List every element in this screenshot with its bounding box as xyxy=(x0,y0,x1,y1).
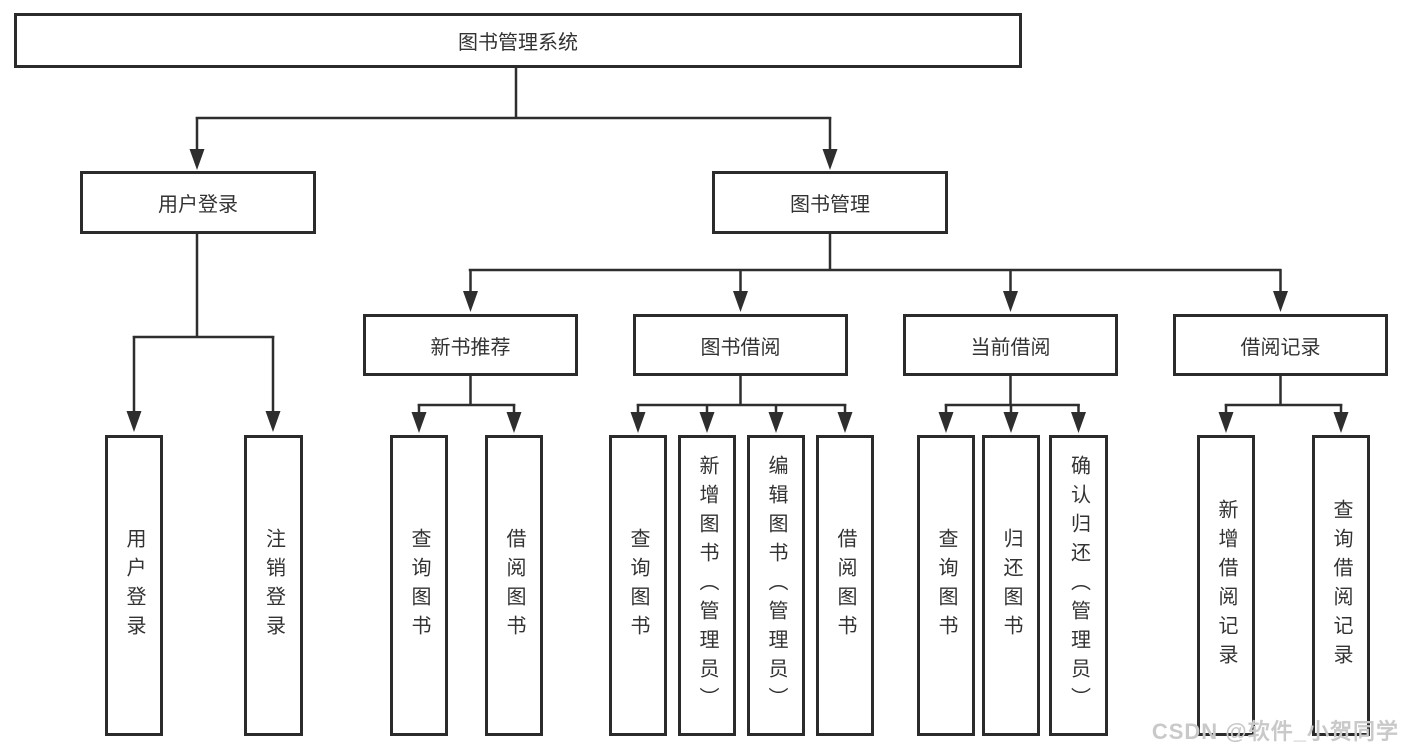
leaf-label: 借阅图书 xyxy=(503,527,525,644)
leaf-borrowing-edit-books-admin: 编辑图书（管理员） xyxy=(747,435,805,736)
leaf-label: 借阅图书 xyxy=(834,527,856,644)
leaf-label: 新增图书（管理员） xyxy=(696,455,718,716)
connector-user-login-split xyxy=(126,234,281,432)
leaf-label: 查询图书 xyxy=(627,527,649,644)
leaf-borrowing-borrow-books: 借阅图书 xyxy=(816,435,874,736)
node-current-borrowing: 当前借阅 xyxy=(903,314,1118,376)
leaf-records-query-record: 查询借阅记录 xyxy=(1312,435,1370,736)
connector-current-borrow-split xyxy=(938,376,1086,433)
leaf-label: 确认归还（管理员） xyxy=(1067,455,1090,716)
csdn-watermark: CSDN @软件_小贺同学 xyxy=(1151,719,1399,744)
connector-book-management-split xyxy=(463,234,1288,312)
leaf-records-add-record: 新增借阅记录 xyxy=(1197,435,1255,736)
connector-borrow-record-split xyxy=(1218,376,1349,433)
node-library-management-system: 图书管理系统 xyxy=(14,13,1022,68)
node-label: 新书推荐 xyxy=(430,336,511,359)
leaf-borrowing-add-books-admin: 新增图书（管理员） xyxy=(678,435,736,736)
leaf-current-query-books: 查询图书 xyxy=(917,435,975,736)
leaf-current-return-books: 归还图书 xyxy=(982,435,1040,736)
node-book-management: 图书管理 xyxy=(712,171,948,234)
node-label: 图书管理系统 xyxy=(458,32,578,54)
leaf-recommend-query-books: 查询图书 xyxy=(390,435,448,736)
leaf-borrowing-query-books: 查询图书 xyxy=(609,435,667,736)
leaf-label: 查询图书 xyxy=(408,527,430,644)
leaf-logout: 注销登录 xyxy=(244,435,303,736)
leaf-current-confirm-return-admin: 确认归还（管理员） xyxy=(1049,435,1108,736)
node-new-book-recommend: 新书推荐 xyxy=(363,314,578,376)
connector-book-borrow-split xyxy=(630,376,853,433)
leaf-label: 编辑图书（管理员） xyxy=(765,455,787,716)
leaf-user-login: 用户登录 xyxy=(105,435,163,736)
node-user-login: 用户登录 xyxy=(80,171,316,234)
leaf-recommend-borrow-books: 借阅图书 xyxy=(485,435,543,736)
leaf-label: 查询借阅记录 xyxy=(1330,498,1352,673)
node-label: 借阅记录 xyxy=(1240,336,1321,359)
connector-new-book-split xyxy=(411,376,522,433)
node-label: 用户登录 xyxy=(158,194,238,216)
leaf-label: 查询图书 xyxy=(935,527,957,644)
leaf-label: 用户登录 xyxy=(123,527,145,644)
node-label: 图书借阅 xyxy=(700,336,781,359)
leaf-label: 归还图书 xyxy=(1000,527,1022,644)
node-borrow-records: 借阅记录 xyxy=(1173,314,1388,376)
node-label: 图书管理 xyxy=(790,194,870,216)
leaf-label: 新增借阅记录 xyxy=(1215,498,1237,673)
connector-root-split xyxy=(189,68,838,170)
node-book-borrowing: 图书借阅 xyxy=(633,314,848,376)
node-label: 当前借阅 xyxy=(970,336,1051,359)
leaf-label: 注销登录 xyxy=(262,527,285,644)
